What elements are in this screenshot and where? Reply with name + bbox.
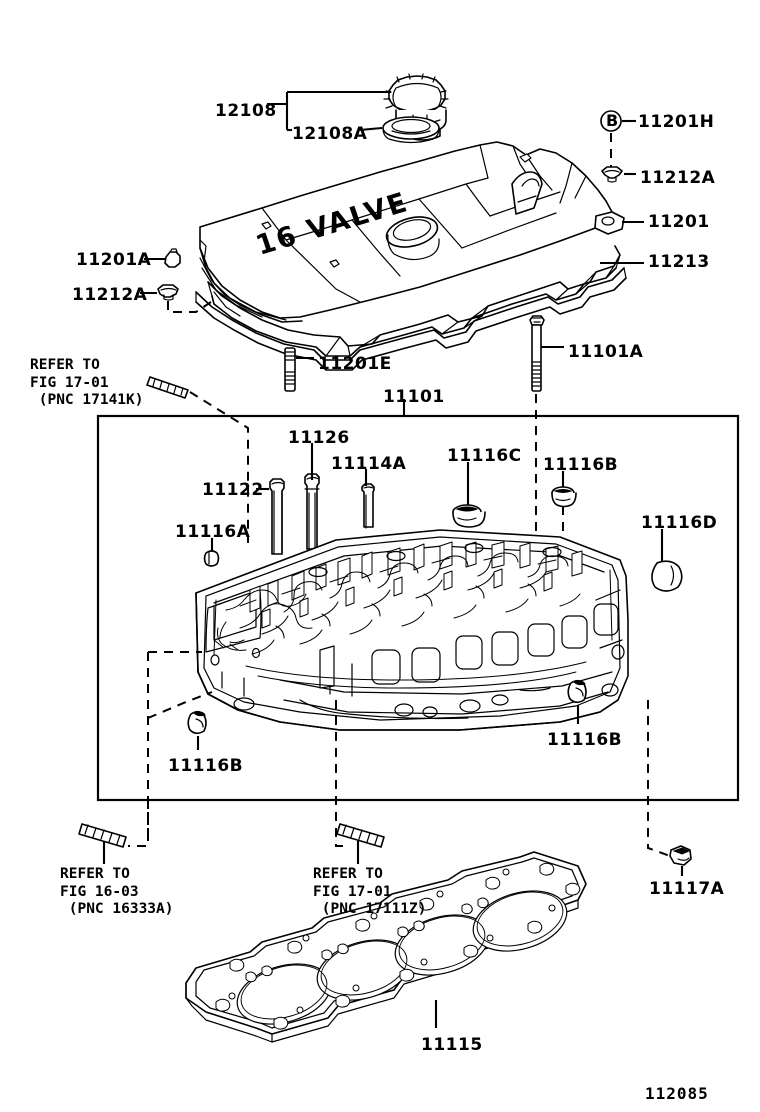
dash-17111z — [335, 700, 350, 847]
dash-17141k — [189, 391, 249, 543]
bolt-group-marker-b: B — [606, 111, 619, 130]
part-11114a-dowel-pin — [361, 483, 375, 529]
refer-block-fig-17-01-17141k-line-1: REFER TO — [30, 357, 100, 373]
part-11126-valve-stem-seal — [304, 473, 320, 552]
part-11117a-plug — [669, 845, 692, 866]
callout-11114a[interactable]: 11114A — [331, 454, 407, 474]
callout-11116c[interactable]: 11116C — [447, 446, 522, 466]
part-refer-17111z-stud — [336, 823, 385, 848]
callout-11201h[interactable]: 11201H — [638, 112, 715, 132]
callout-11126[interactable]: 11126 — [288, 428, 350, 448]
part-11116b-plug-top — [551, 486, 577, 508]
callout-11201a[interactable]: 11201A — [76, 250, 152, 270]
part-11201a-grommet — [164, 248, 181, 268]
part-11115-cylinder-head-gasket — [185, 851, 587, 1043]
part-11116b-plug-left — [187, 710, 207, 735]
callout-11116b-top[interactable]: 11116B — [543, 455, 619, 475]
callout-11117a[interactable]: 11117A — [649, 879, 725, 899]
dash-16333a — [128, 800, 149, 847]
dash-11212a-left-to-cover — [167, 299, 215, 313]
callout-11101[interactable]: 11101 — [383, 387, 445, 407]
callout-11116b-left[interactable]: 11116B — [168, 756, 244, 776]
callout-11101a[interactable]: 11101A — [568, 342, 644, 362]
callout-11116b-right[interactable]: 11116B — [547, 730, 623, 750]
part-11201e-stud — [284, 347, 296, 392]
part-11122-valve-guide — [269, 478, 285, 555]
refer-block-fig-17-01-17141k-line-3: (PNC 17141K) — [30, 392, 144, 409]
refer-block-fig-17-01-17141k-line-2: FIG 17-01 — [30, 374, 109, 391]
callout-11212a-left[interactable]: 11212A — [72, 285, 148, 305]
refer-block-fig-16-03-16333a-line-1: REFER TO — [60, 866, 130, 882]
dash-11117a — [647, 700, 671, 857]
leader-12108-bracket — [267, 90, 391, 132]
group-box-11101 — [96, 414, 740, 802]
part-11116a-plug — [203, 550, 220, 567]
refer-block-fig-16-03-16333a-line-2: FIG 16-03 — [60, 883, 139, 900]
refer-block-fig-17-01-17111z-line-2: FIG 17-01 — [313, 883, 392, 900]
callout-12108a[interactable]: 12108A — [292, 124, 368, 144]
refer-block-fig-17-01-17111z-line-1: REFER TO — [313, 866, 383, 882]
part-refer-17141k-stud — [146, 376, 189, 399]
refer-block-fig-17-01-17111z-line-3: (PNC 17111Z) — [313, 901, 427, 918]
callout-11122[interactable]: 11122 — [202, 480, 264, 500]
callout-11201[interactable]: 11201 — [648, 212, 710, 232]
part-refer-16333a-stud — [78, 823, 127, 848]
callout-11212a-top[interactable]: 11212A — [640, 168, 716, 188]
part-11116b-plug-right — [567, 679, 587, 704]
refer-block-fig-16-03-16333a-line-3: (PNC 16333A) — [60, 901, 174, 918]
part-11212a-washer-top — [601, 166, 623, 183]
callout-11201e[interactable]: 11201E — [318, 354, 392, 374]
callout-11115[interactable]: 11115 — [421, 1035, 483, 1055]
figure-number: 112085 — [645, 1084, 709, 1103]
callout-11116a[interactable]: 11116A — [175, 522, 251, 542]
marker-b-circle — [600, 110, 622, 132]
part-11212a-washer-left — [157, 284, 179, 301]
callout-11213[interactable]: 11213 — [648, 252, 710, 272]
part-11116d-plug — [651, 560, 683, 592]
callout-12108[interactable]: 12108 — [215, 101, 277, 121]
part-11116c-plug — [452, 504, 486, 528]
part-11201-cylinder-head-cover — [199, 141, 625, 357]
part-11213-cover-gasket — [195, 267, 627, 371]
part-12108a-cap-gasket — [382, 116, 440, 144]
callout-11116d[interactable]: 11116D — [641, 513, 718, 533]
part-11101a-head-bolt — [529, 315, 545, 392]
part-11101-cylinder-head — [195, 529, 629, 731]
